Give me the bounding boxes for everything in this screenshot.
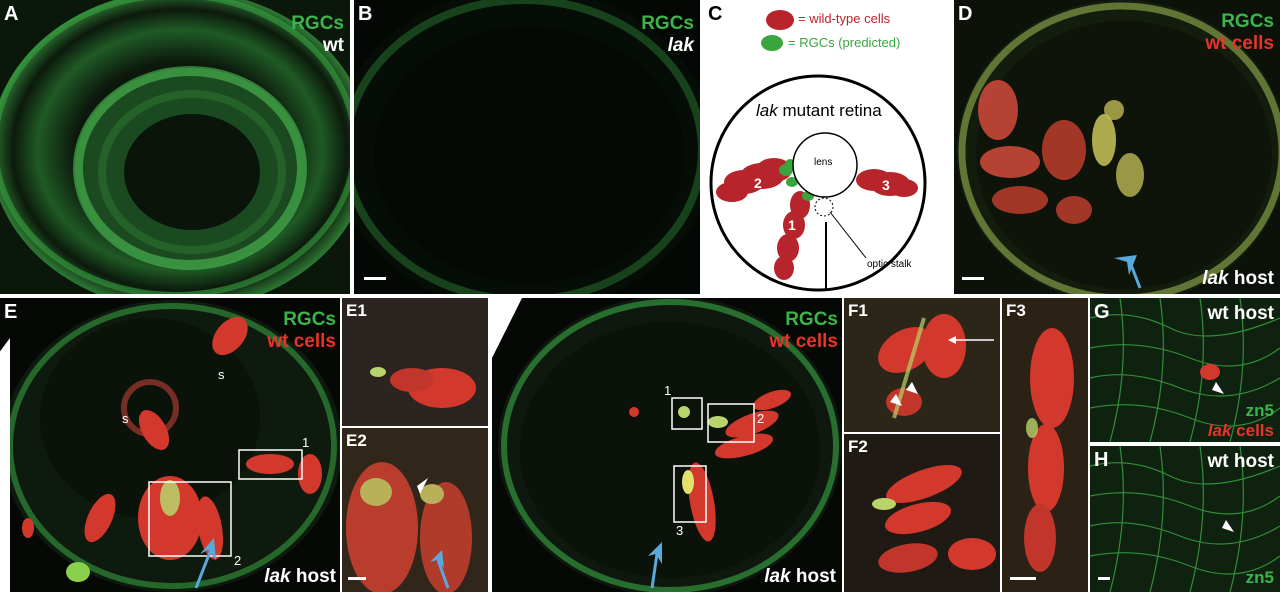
panel-e2: E2: [342, 428, 488, 592]
panel-f-box-2: [707, 403, 755, 443]
panel-e: E RGCs wt cells s s 1 2 lak host: [0, 298, 340, 592]
panel-e-cells: wt cells: [267, 331, 336, 352]
panel-f1: F1: [844, 298, 1000, 432]
panel-f-box-1-label: 1: [664, 383, 672, 398]
panel-e-stain: RGCs: [283, 309, 336, 330]
panel-g-marker: zn5: [1245, 401, 1274, 420]
panel-h-marker: zn5: [1245, 568, 1274, 587]
panel-e-image: [0, 298, 340, 592]
panel-b: B RGCs lak: [354, 0, 700, 294]
panel-g-cells: lak cells: [1207, 421, 1274, 440]
panel-g-host: wt host: [1207, 303, 1275, 324]
panel-e2-scale-bar: [348, 577, 366, 580]
retina-title: lak mutant retina: [756, 101, 882, 120]
lens-label: lens: [814, 157, 833, 168]
clone-1-label: 1: [788, 217, 796, 233]
panel-b-stain: RGCs: [641, 13, 694, 34]
panel-f3-letter: F3: [1006, 301, 1026, 320]
panel-f3-scale-bar: [1010, 577, 1036, 580]
panel-g-letter: G: [1094, 301, 1110, 323]
panel-d: D RGCs wt cells lak host: [954, 0, 1280, 294]
panel-a: A RGCs wt: [0, 0, 350, 294]
legend-rgc-label: = RGCs (predicted): [788, 35, 901, 50]
panel-f2-image: [844, 434, 1000, 592]
panel-f-box-2-label: 2: [757, 411, 765, 426]
panel-b-genotype: lak: [667, 35, 694, 56]
panel-e-box-1-label: 1: [302, 435, 310, 450]
panel-h: H wt host zn5: [1090, 446, 1280, 592]
panel-h-letter: H: [1094, 449, 1109, 471]
panel-e1: E1: [342, 298, 488, 426]
panel-f3: F3: [1002, 298, 1088, 592]
panel-f-box-3-label: 3: [676, 523, 684, 538]
panel-e-box-2: [148, 481, 232, 557]
panel-e1-image: [342, 298, 488, 426]
panel-b-image: [354, 0, 700, 294]
panel-f-stain: RGCs: [785, 309, 838, 330]
panel-e-s-label-1: s: [218, 367, 225, 382]
panel-b-letter: B: [358, 3, 373, 25]
panel-h-image: [1090, 446, 1280, 592]
optic-stalk-label: optic stalk: [867, 259, 912, 270]
panel-f1-image: [844, 298, 1000, 432]
panel-b-scale-bar: [364, 277, 386, 280]
panel-f-box-1: [671, 397, 703, 430]
panel-f-image: [492, 298, 842, 592]
panel-d-scale-bar: [962, 277, 984, 280]
panel-e2-image: [342, 428, 488, 592]
panel-f-box-3: [673, 465, 707, 523]
legend-wt-swatch: [766, 10, 794, 30]
panel-f1-letter: F1: [848, 301, 868, 320]
panel-c-diagram: [709, 10, 927, 292]
clone-3-label: 3: [882, 177, 890, 193]
panel-e2-letter: E2: [346, 431, 367, 450]
panel-e-box-1: [238, 449, 303, 480]
legend-rgc-swatch: [761, 35, 783, 51]
panel-h-host: wt host: [1207, 451, 1275, 472]
legend-wt-label: = wild-type cells: [798, 11, 891, 26]
panel-c: C = wild-type cells = RGCs (predicted) l…: [704, 0, 950, 294]
panel-a-letter: A: [4, 3, 19, 25]
panel-f2-letter: F2: [848, 437, 868, 456]
panel-f3-image: [1002, 298, 1088, 592]
panel-g-image: [1090, 298, 1280, 442]
panel-h-scale-bar: [1098, 577, 1110, 580]
panel-d-cells: wt cells: [1205, 33, 1274, 54]
panel-d-image: [954, 0, 1280, 294]
panel-a-image: [0, 0, 350, 294]
panel-e1-letter: E1: [346, 301, 367, 320]
lens-circle: [792, 132, 858, 198]
panel-f: F RGCs wt cells 1 2 3 lak host: [492, 298, 842, 592]
panel-e-s-label-2: s: [122, 411, 129, 426]
panel-d-stain: RGCs: [1221, 11, 1274, 32]
panel-f2: F2: [844, 434, 1000, 592]
panel-d-letter: D: [958, 3, 973, 25]
panel-f-letter: F: [496, 301, 509, 323]
panel-g: G wt host zn5 lak cells: [1090, 298, 1280, 442]
panel-e-box-2-label: 2: [234, 553, 242, 568]
panel-f-host: lak host: [764, 566, 836, 587]
clone-2-label: 2: [754, 175, 762, 191]
panel-c-letter: C: [708, 3, 723, 25]
panel-f-cells: wt cells: [769, 331, 838, 352]
panel-a-genotype: wt: [322, 35, 344, 56]
panel-e-host: lak host: [264, 566, 336, 587]
panel-a-stain: RGCs: [291, 13, 344, 34]
panel-e-letter: E: [4, 301, 18, 323]
panel-d-host: lak host: [1202, 268, 1274, 289]
